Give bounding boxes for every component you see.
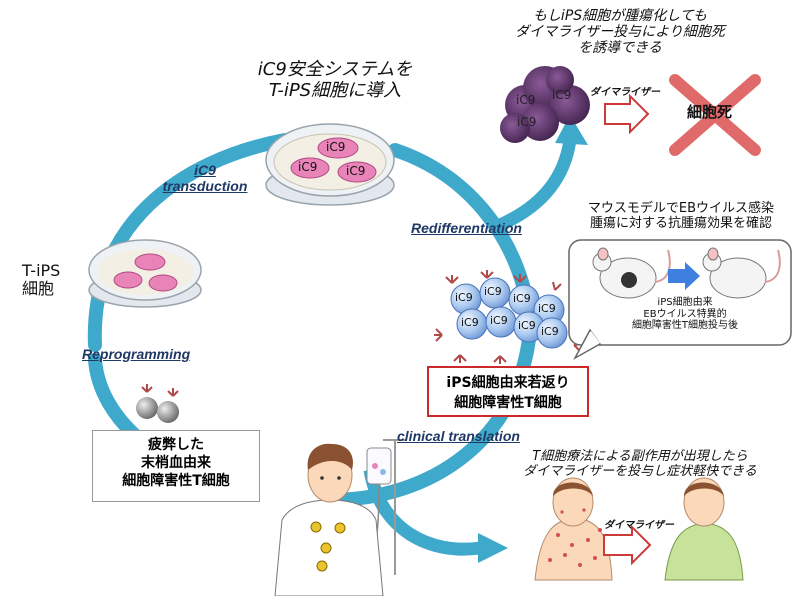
box-line: 末梢血由来 <box>141 455 211 472</box>
ic9-label-tcell: iC9 <box>484 285 502 298</box>
rejuvenated-tcell-box: iPS細胞由来若返り 細胞障害性T細胞 <box>427 366 589 417</box>
callout-line: EBウイルス特異的 <box>643 308 727 320</box>
box-line: 細胞障害性T細胞 <box>454 395 562 411</box>
ic9-label-tcell: iC9 <box>541 325 559 338</box>
branch-arrow-top <box>497 115 588 231</box>
dimerizer-arrow-top <box>604 93 650 135</box>
mouse-cured <box>702 247 781 299</box>
ic9-label-tcell: iC9 <box>513 292 531 305</box>
ic9-label-tcell: iC9 <box>518 319 536 332</box>
exhausted-tcell-box: 疲弊した 末梢血由来 細胞障害性T細胞 <box>92 430 260 502</box>
treatment-arrow <box>668 262 700 290</box>
step-label-reprogramming: Reprogramming <box>82 346 191 362</box>
mouse-callout-heading: マウスモデルでEBウイルス感染 腫瘍に対する抗腫瘍効果を確認 <box>572 201 790 232</box>
ic9-label-tcell: iC9 <box>490 314 508 327</box>
title-line: iC9安全システムを <box>257 59 413 80</box>
step-line: iC9 <box>194 162 216 178</box>
step-line: transduction <box>162 178 248 195</box>
step-label-redifferentiation: Redifferentiation <box>411 220 522 236</box>
title-line: T-iPS細胞に導入 <box>268 79 402 101</box>
petri-dish-tips <box>88 239 202 308</box>
page-title: iC9安全システムを T-iPS細胞に導入 <box>235 59 435 101</box>
ic9-label-tumor: iC9 <box>552 88 572 102</box>
dimerizer-label-bottom: ダイマライザー <box>604 520 674 531</box>
box-line: 疲弊した <box>148 437 204 453</box>
tumor-cluster <box>500 66 590 143</box>
iv-drip <box>361 439 407 575</box>
step-label-transduction: iC9 transduction <box>150 162 260 194</box>
mouse-with-tumor <box>592 247 671 299</box>
side-effect-note: T細胞療法による副作用が出現したら ダイマライザーを投与し症状軽快できる <box>490 449 790 480</box>
safety-note-line: もしiPS細胞が腫瘍化しても <box>532 8 708 24</box>
ic9-label-tcell: iC9 <box>461 316 479 329</box>
box-line: 細胞障害性T細胞 <box>122 473 230 490</box>
exhausted-t-cells <box>136 384 179 423</box>
ic9-label-tumor: iC9 <box>516 93 536 107</box>
patient-figure <box>274 443 384 596</box>
mouse-callout-caption: iPS細胞由来 EBウイルス特異的 細胞障害性T細胞投与後 <box>600 297 770 332</box>
safety-note-line: ダイマライザー投与により細胞死 <box>515 24 725 41</box>
box-line: iPS細胞由来若返り <box>446 375 570 391</box>
person-recovered <box>664 477 744 581</box>
dimerizer-arrow-bottom <box>603 524 652 566</box>
branch-arrow-bottom <box>363 468 508 563</box>
safety-note-line: を誘導できる <box>578 40 662 57</box>
petri-dish-ic9 <box>265 123 395 206</box>
side-effect-line: ダイマライザーを投与し症状軽快できる <box>523 463 757 479</box>
ic9-label-tcell: iC9 <box>455 291 473 304</box>
callout-line: マウスモデルでEBウイルス感染 <box>587 201 775 216</box>
callout-line: 腫瘍に対する抗腫瘍効果を確認 <box>589 215 772 231</box>
callout-line: 細胞障害性T細胞投与後 <box>631 320 739 331</box>
side-effect-line: T細胞療法による副作用が出現したら <box>532 449 748 464</box>
tips-label-line: 細胞 <box>22 279 55 299</box>
tips-cell-label: T-iPS 細胞 <box>22 261 61 299</box>
callout-line: iPS細胞由来 <box>657 297 713 308</box>
cell-death-label: 細胞死 <box>687 103 733 121</box>
step-label-clinical-translation: clinical translation <box>397 428 520 444</box>
ic9-label-dish: iC9 <box>298 160 318 174</box>
safety-note: もしiPS細胞が腫瘍化しても ダイマライザー投与により細胞死 を誘導できる <box>490 8 750 56</box>
rejuvenated-t-cells <box>434 270 583 364</box>
tips-label-line: T-iPS <box>22 261 61 280</box>
person-with-rash <box>534 477 613 581</box>
ic9-label-dish: iC9 <box>326 140 346 154</box>
ic9-label-tcell: iC9 <box>538 302 556 315</box>
ic9-label-dish: iC9 <box>346 164 366 178</box>
ic9-label-tumor: iC9 <box>517 115 537 129</box>
dimerizer-label-top: ダイマライザー <box>590 87 660 98</box>
cross-mark <box>669 74 761 156</box>
